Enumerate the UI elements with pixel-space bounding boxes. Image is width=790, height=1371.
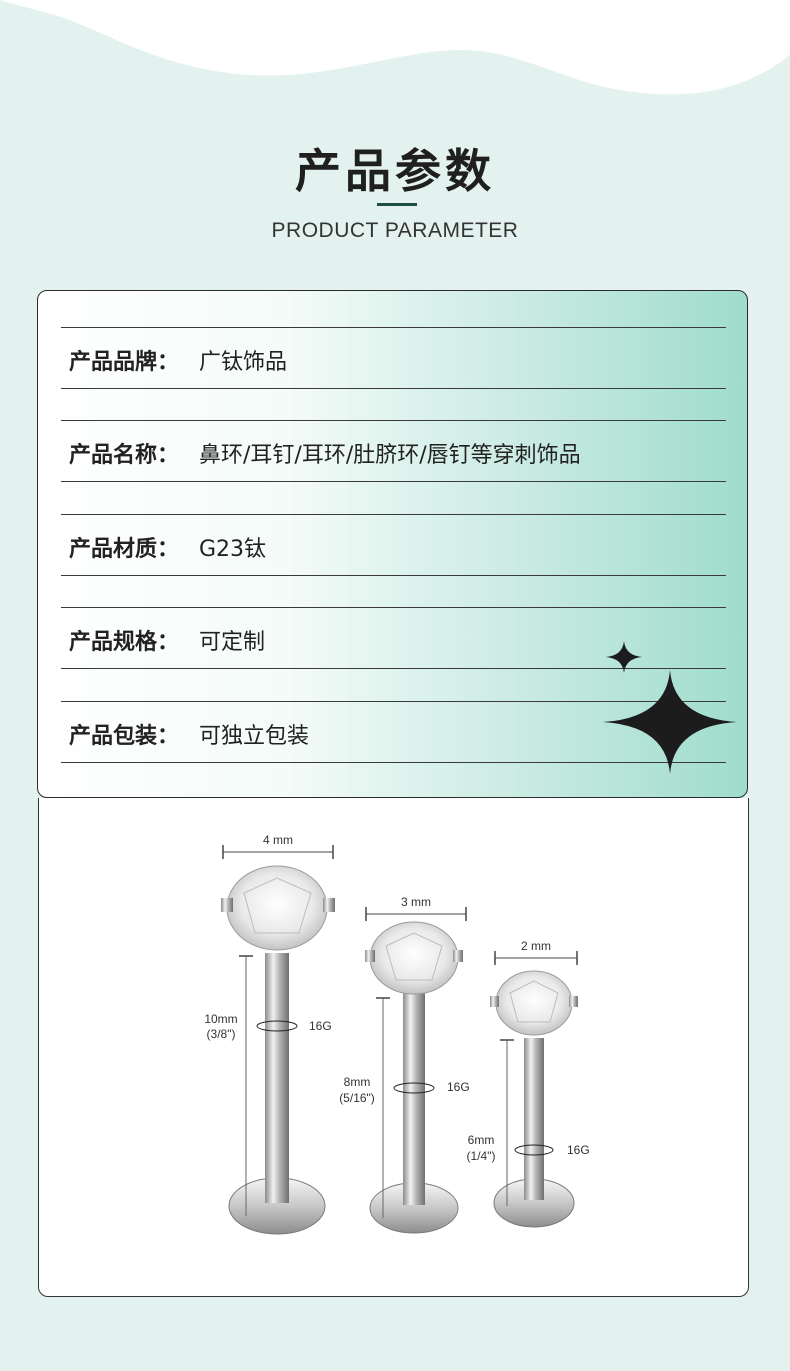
param-label: 产品包装： <box>69 724 180 749</box>
small-sparkle-icon <box>606 641 642 673</box>
param-row-brand: 产品品牌： 广钛饰品 <box>61 327 726 389</box>
size-diagram: 4 mm 10mm (3/8") 16G 3 mm <box>204 833 590 1235</box>
stud-medium: 3 mm 8mm (5/16") 16G <box>339 895 470 1234</box>
large-sparkle-icon <box>603 670 737 774</box>
length-label: 6mm <box>468 1133 495 1147</box>
param-label: 产品材质： <box>69 537 180 562</box>
length-label: 8mm <box>344 1075 371 1089</box>
parameter-card: 产品品牌： 广钛饰品 产品名称： 鼻环/耳钉/耳环/肚脐环/唇钉等穿刺饰品 产品… <box>37 290 748 798</box>
param-label: 产品名称： <box>69 443 180 468</box>
stud-small: 2 mm 6mm (1/4") 16G <box>467 939 590 1228</box>
width-label: 2 mm <box>521 939 551 953</box>
gauge-label: 16G <box>309 1019 332 1033</box>
param-row-name: 产品名称： 鼻环/耳钉/耳环/肚脐环/唇钉等穿刺饰品 <box>61 420 726 482</box>
length-label: 10mm <box>204 1012 237 1026</box>
param-value: 可定制 <box>199 630 266 655</box>
gauge-label: 16G <box>447 1080 470 1094</box>
page-subtitle: PRODUCT PARAMETER <box>271 219 519 242</box>
param-row-package: 产品包装： 可独立包装 <box>61 701 726 763</box>
param-value: 广钛饰品 <box>199 350 288 375</box>
length-inch-label: (5/16") <box>339 1091 375 1105</box>
width-label: 4 mm <box>263 833 293 847</box>
width-label: 3 mm <box>401 895 431 909</box>
length-inch-label: (3/8") <box>207 1027 236 1041</box>
title-underline <box>377 203 417 206</box>
stud-large: 4 mm 10mm (3/8") 16G <box>204 833 335 1235</box>
param-label: 产品品牌： <box>69 350 180 375</box>
length-inch-label: (1/4") <box>467 1149 496 1163</box>
page-title: 产品参数 <box>295 144 495 198</box>
param-value: G23钛 <box>199 537 267 562</box>
gauge-label: 16G <box>567 1143 590 1157</box>
param-row-material: 产品材质： G23钛 <box>61 514 726 576</box>
header-wave <box>0 0 790 95</box>
param-value: 可独立包装 <box>199 724 310 749</box>
param-row-spec: 产品规格： 可定制 <box>61 607 726 669</box>
param-value: 鼻环/耳钉/耳环/肚脐环/唇钉等穿刺饰品 <box>199 443 581 468</box>
product-photo-card: 4 mm 10mm (3/8") 16G 3 mm <box>38 798 749 1297</box>
param-label: 产品规格： <box>69 630 180 655</box>
